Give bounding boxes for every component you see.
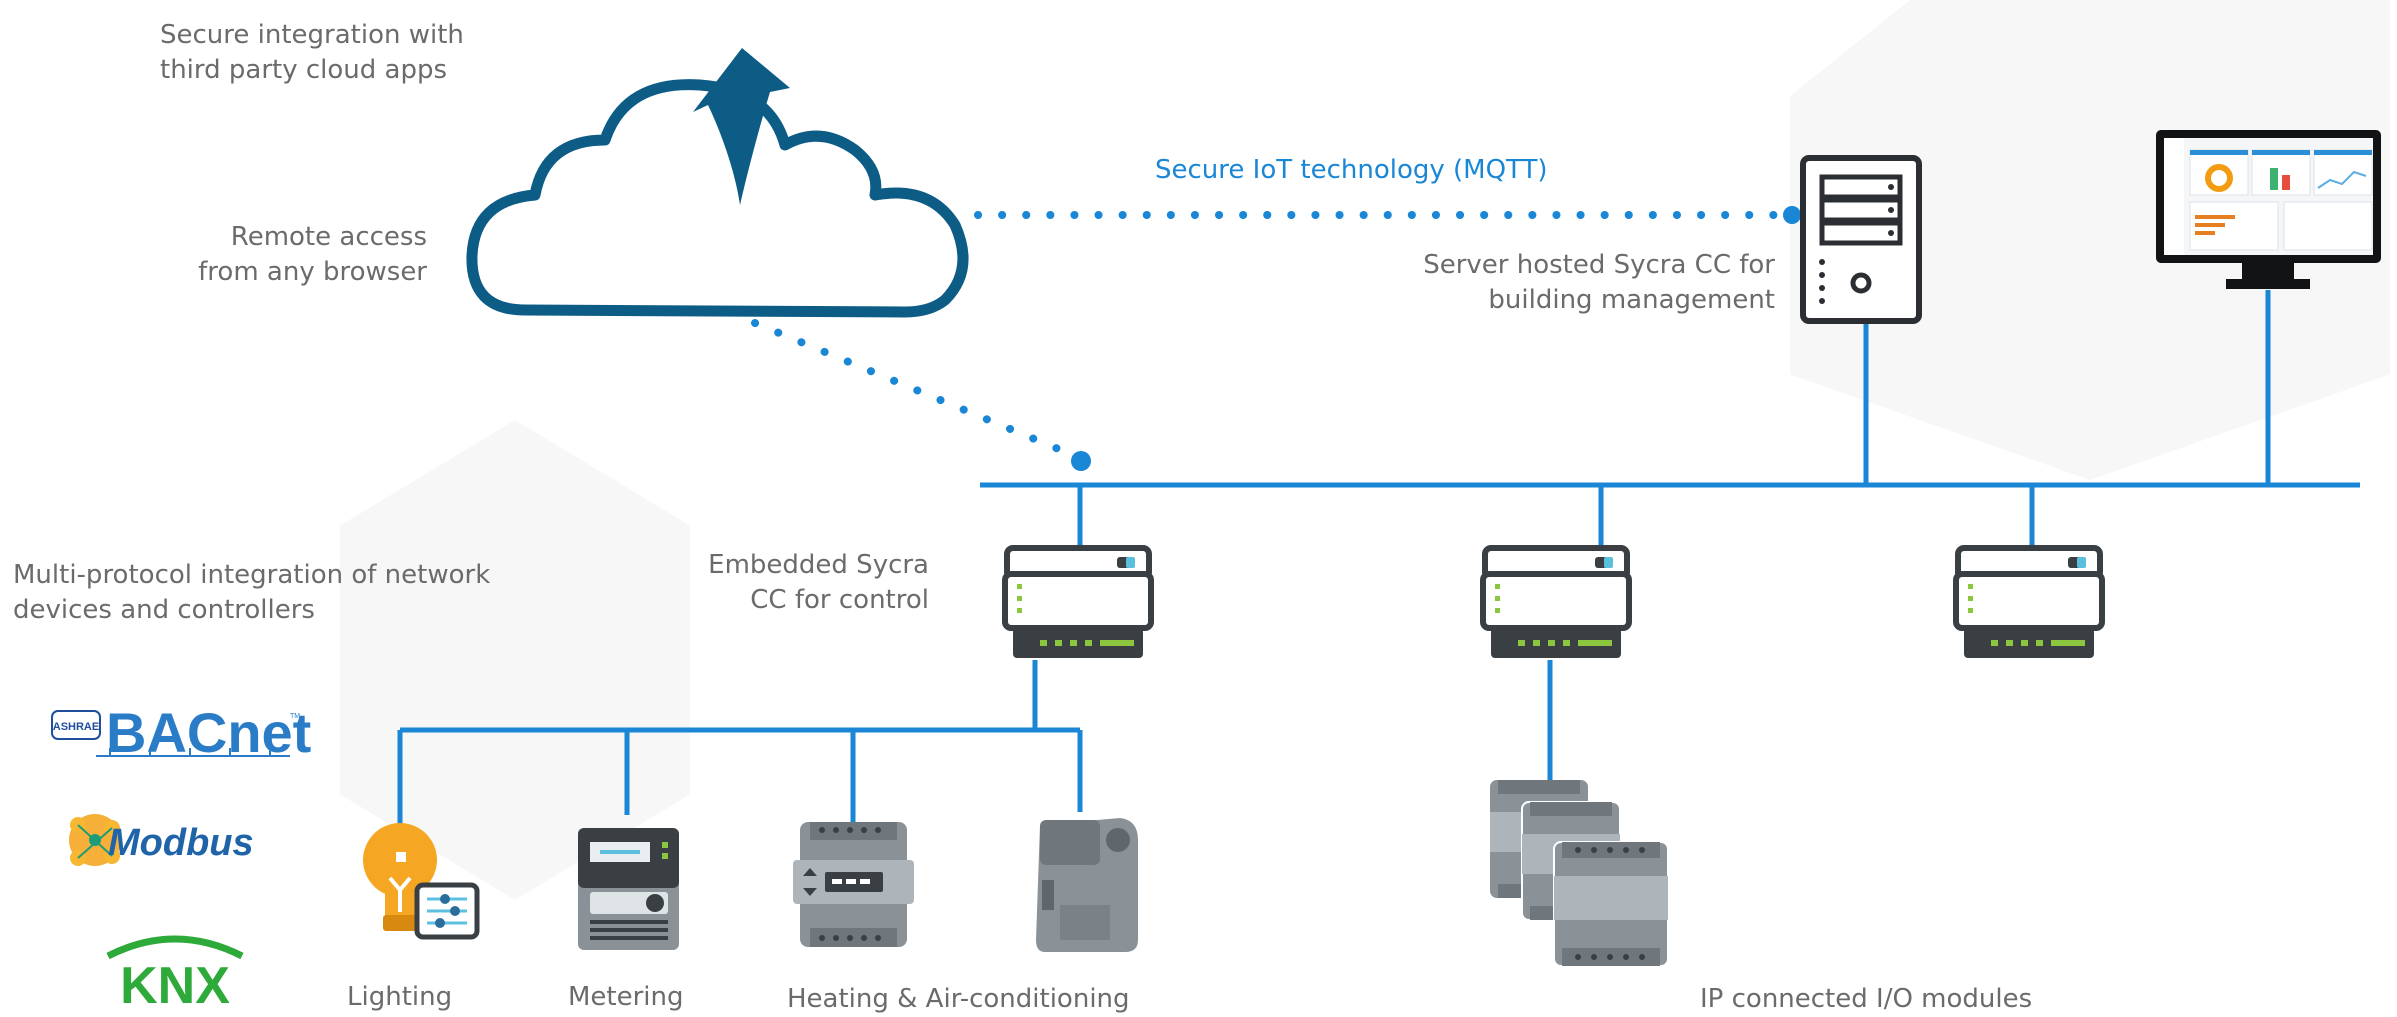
io-modules-label: IP connected I/O modules	[1700, 984, 2033, 1014]
network-controller-device	[1480, 545, 1632, 658]
io-modules-icon	[1490, 780, 1669, 967]
modbus-logo: Modbus	[69, 814, 254, 866]
multi-protocol-label: Multi-protocol integration of network de…	[13, 560, 491, 625]
server-icon	[1800, 155, 1922, 324]
knx-logo: KNX	[106, 935, 244, 1015]
server-link-endpoint	[1783, 206, 1801, 224]
metering-label: Metering	[568, 982, 684, 1012]
hvac-din-device-icon	[793, 822, 914, 947]
monitor-dashboard-icon	[2156, 130, 2381, 289]
cloud-integration-label: Secure integration with third party clou…	[160, 20, 464, 85]
controller-link-endpoint	[1071, 451, 1091, 471]
svg-text:ASHRAE: ASHRAE	[53, 721, 99, 733]
server-label: Server hosted Sycra CC for building mana…	[1423, 250, 1775, 315]
svg-text:KNX: KNX	[120, 957, 230, 1015]
network-bus	[397, 290, 2360, 830]
cloud-icon	[466, 79, 969, 318]
embedded-controller-label: Embedded Sycra CC for control	[708, 550, 929, 615]
upload-arrow-icon	[693, 48, 790, 205]
lighting-label: Lighting	[347, 982, 453, 1012]
network-controller-device	[1953, 545, 2105, 658]
lighting-bulb-icon	[363, 823, 480, 940]
cloud-controller-dotted-link	[751, 319, 1072, 457]
embedded-controller-device	[1002, 545, 1154, 658]
hvac-actuator-icon	[1036, 818, 1138, 952]
svg-text:TM: TM	[290, 713, 300, 720]
hvac-label: Heating & Air-conditioning	[787, 984, 1130, 1014]
iot-technology-label: Secure IoT technology (MQTT)	[1155, 155, 1548, 185]
svg-text:BACnet: BACnet	[106, 701, 311, 764]
remote-access-label: Remote access from any browser	[198, 222, 427, 287]
energy-meter-icon	[578, 828, 679, 950]
bacnet-logo: ASHRAE BACnet TM	[51, 701, 311, 764]
svg-text:Modbus: Modbus	[108, 822, 254, 864]
